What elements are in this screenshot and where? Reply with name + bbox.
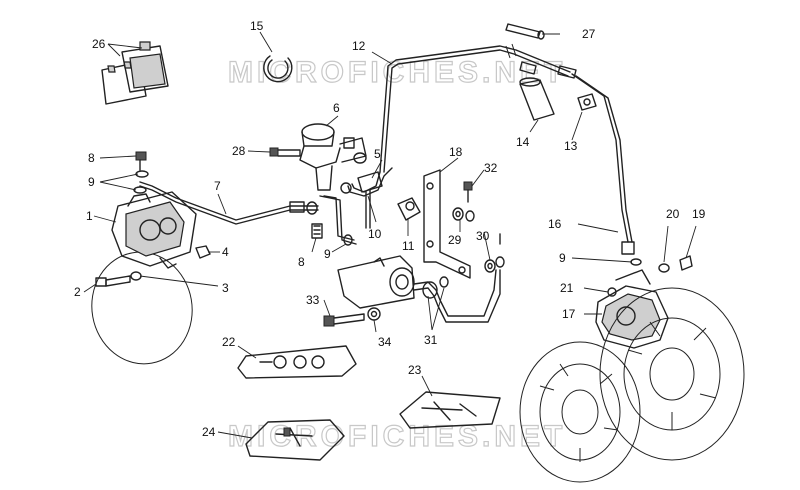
- watermark-bottom: MICROFICHES.NET: [228, 420, 566, 453]
- callout-31: 31: [424, 333, 438, 347]
- callout-3: 3: [222, 281, 229, 295]
- callout-4: 4: [222, 245, 229, 259]
- callout-29: 29: [448, 233, 462, 247]
- callout-5: 5: [374, 147, 381, 161]
- rear-master-cylinder: [337, 255, 501, 323]
- pressure-switch-part-10: [357, 171, 383, 229]
- callout-10: 10: [368, 227, 382, 241]
- callout-7: 7: [214, 179, 221, 193]
- master-cylinder-part-6: [299, 123, 367, 191]
- callout-28: 28: [232, 144, 246, 158]
- washer-part-20: [658, 263, 670, 273]
- brake-pads-part-26: [101, 41, 169, 105]
- circlip-part-15: [263, 55, 293, 83]
- callout-19: 19: [692, 207, 706, 221]
- bolt-part-32: [463, 181, 473, 203]
- front-disc-right-rear: [519, 341, 641, 483]
- brake-hose-part-7: [139, 181, 319, 225]
- connector-part-13: [577, 93, 597, 111]
- nut-part-4: [195, 245, 211, 259]
- callout-17: 17: [562, 307, 576, 321]
- callout-26: 26: [92, 37, 106, 51]
- callout-18: 18: [449, 145, 463, 159]
- bleeder-part-8-top: [135, 151, 147, 171]
- callout-9-right: 9: [559, 251, 566, 265]
- callout-12: 12: [352, 39, 366, 53]
- washer-part-3: [130, 271, 142, 281]
- sensor-part-11: [397, 197, 421, 221]
- callout-16: 16: [548, 217, 562, 231]
- watermark-top: MICROFICHES.NET: [228, 56, 566, 89]
- leader-lines: [83, 31, 697, 439]
- callout-23: 23: [408, 363, 422, 377]
- callout-30: 30: [476, 229, 490, 243]
- bracket-part-18: [423, 169, 471, 279]
- callout-21: 21: [560, 281, 574, 295]
- front-disc-left: [91, 251, 193, 365]
- callout-9-left: 9: [88, 175, 95, 189]
- washer-part-34: [367, 307, 381, 321]
- callout-32: 32: [484, 161, 498, 175]
- washer-part-9-right: [630, 258, 642, 266]
- caliper-left-part-1: [111, 191, 197, 269]
- washer-part-29: [452, 207, 475, 222]
- callout-27: 27: [582, 27, 596, 41]
- callout-8-lower: 8: [298, 255, 305, 269]
- callout-11: 11: [402, 239, 415, 253]
- union-fittings: [519, 61, 577, 79]
- callout-8-left: 8: [88, 151, 95, 165]
- callout-9-lower: 9: [324, 247, 331, 261]
- bolt-part-19: [679, 255, 693, 271]
- sleeve-part-14: [519, 77, 555, 121]
- brake-hose-part-16: [571, 73, 635, 255]
- front-disc-right-front: [599, 287, 745, 461]
- bolt-part-2: [95, 275, 131, 287]
- callout-33: 33: [306, 293, 320, 307]
- callout-34: 34: [378, 335, 392, 349]
- bleeder-part-8-lower: [311, 223, 323, 239]
- screw-part-28: [269, 147, 301, 157]
- callout-6: 6: [333, 101, 340, 115]
- callout-2: 2: [74, 285, 81, 299]
- rigid-line-part-12: [379, 43, 571, 173]
- bolt-part-33: [323, 313, 365, 327]
- seal-kit-part-22: [237, 345, 357, 379]
- callout-24: 24: [202, 425, 216, 439]
- fitting-part-9-lower: [319, 195, 357, 246]
- kit-part-24: [245, 419, 345, 461]
- dust-cap-part-27: [505, 23, 545, 40]
- callout-14: 14: [516, 135, 530, 149]
- callout-1: 1: [86, 209, 93, 223]
- callout-labels: 26 15 12 27 6 28 8 9 7 1 4 3 2 5 18 32 1…: [74, 19, 706, 439]
- callout-15: 15: [250, 19, 264, 33]
- callout-20: 20: [666, 207, 680, 221]
- callout-13: 13: [564, 139, 578, 153]
- callout-22: 22: [222, 335, 236, 349]
- caliper-right-part-17: [595, 269, 669, 349]
- repair-kit-part-23: [399, 391, 501, 429]
